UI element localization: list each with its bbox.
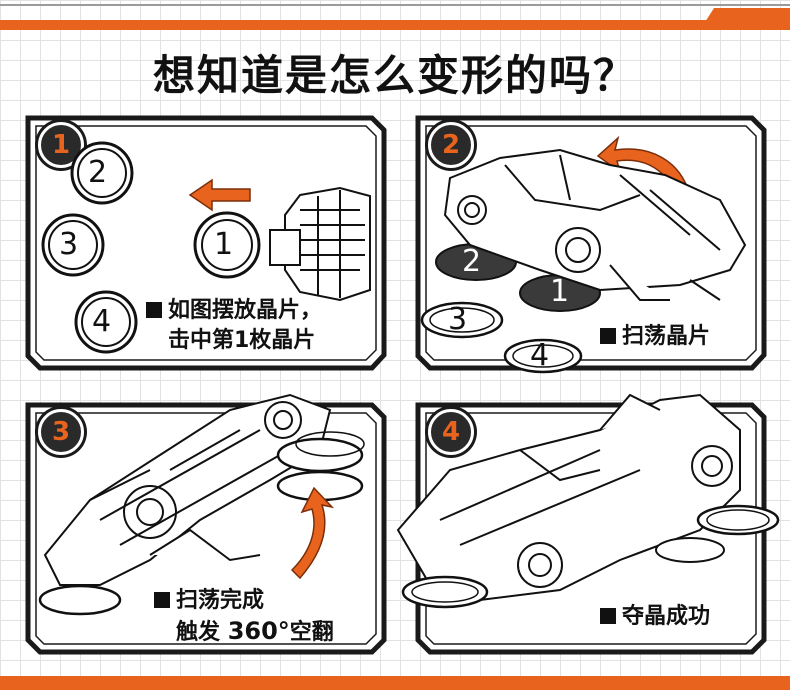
chip-won-3 — [655, 537, 725, 563]
chip-label-ground-3: 3 — [448, 302, 468, 337]
top-rule — [0, 4, 790, 6]
chip-label-1: 1 — [214, 227, 234, 262]
top-accent-tab — [700, 8, 790, 30]
vehicle-robot — [396, 393, 741, 602]
panel-4-caption: 夺晶成功 — [600, 602, 710, 632]
panel-3-caption: 扫荡完成 触发 360°空翻 — [154, 586, 334, 648]
chip-4 — [74, 290, 138, 354]
step-badge-4: 4 — [428, 409, 474, 455]
chip-label-2: 2 — [88, 155, 108, 190]
vehicle-flip — [43, 393, 332, 586]
panel-3-caption-line-2: 触发 — [176, 620, 221, 645]
bullet-square — [146, 302, 162, 318]
chip-label-4: 4 — [92, 304, 112, 339]
page-title: 想知道是怎么变形的吗？ — [152, 51, 637, 100]
chip-3 — [41, 213, 105, 277]
chip-2 — [70, 141, 134, 205]
chip-label-ground-2: 2 — [462, 244, 482, 279]
bullet-square — [600, 608, 616, 624]
panel-1-caption: 如图摆放晶片， 击中第1枚晶片 — [146, 296, 322, 356]
vehicle-front — [269, 186, 371, 302]
bullet-square — [154, 592, 170, 608]
chip-1 — [193, 211, 261, 279]
curved-arrow-up-icon — [290, 486, 335, 580]
step-badge-1: 1 — [38, 122, 84, 168]
panel-2-caption-line-1: 扫荡晶片 — [622, 324, 711, 349]
chip-3-ground — [420, 301, 504, 339]
panel-4-caption-line-1: 夺晶成功 — [622, 604, 711, 629]
panel-1-caption-line-2: 击中第1枚晶片 — [168, 328, 316, 353]
arrow-left-icon — [188, 178, 251, 212]
bottom-accent-band — [0, 676, 790, 690]
panel-3-caption-line-1: 扫荡完成 — [176, 588, 265, 613]
panel-1-caption-line-1: 如图摆放晶片， — [168, 298, 323, 323]
top-accent-band — [0, 20, 790, 30]
chip-label-ground-4: 4 — [530, 338, 550, 373]
chip-label-ground-1: 1 — [550, 274, 570, 309]
chip-flying-3 — [38, 584, 122, 616]
step-badge-2: 2 — [428, 122, 474, 168]
step-badge-3: 3 — [38, 409, 84, 455]
bullet-square — [600, 328, 616, 344]
vehicle-car — [443, 148, 747, 301]
chip-label-3: 3 — [59, 227, 79, 262]
flip-degrees: 360° — [227, 617, 290, 645]
panel-2-caption: 扫荡晶片 — [600, 322, 710, 352]
panel-3-caption-suffix: 空翻 — [289, 620, 334, 645]
